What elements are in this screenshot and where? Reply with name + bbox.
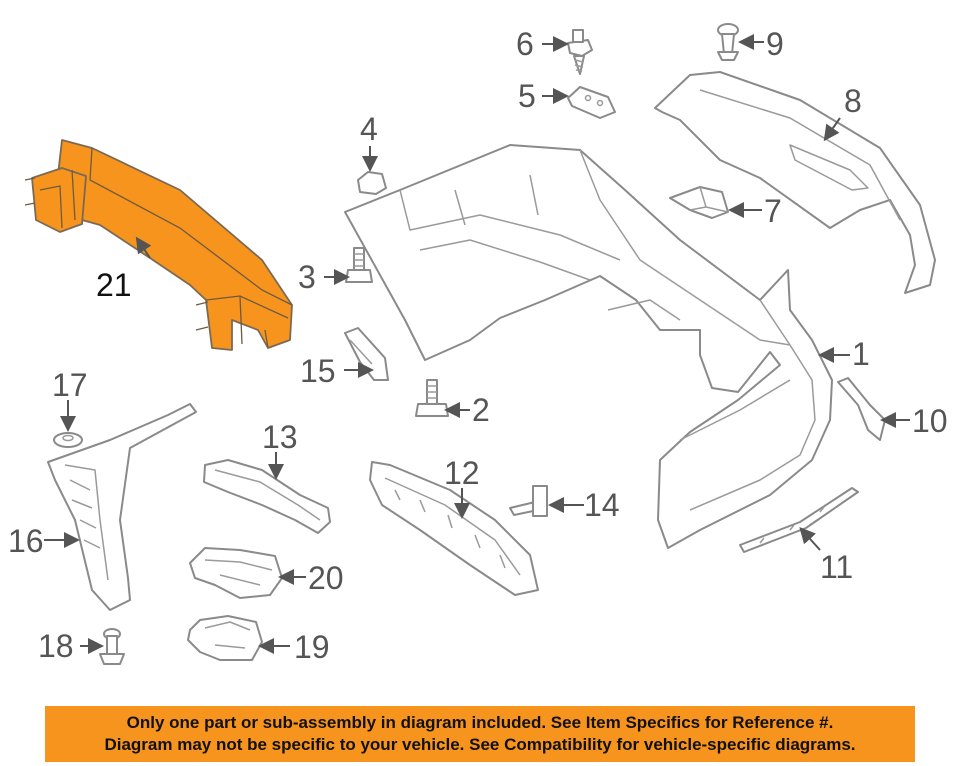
callout-2: 2: [472, 392, 490, 428]
callout-6: 6: [516, 26, 534, 62]
callout-15: 15: [300, 353, 336, 389]
part-7-bracket: [669, 186, 729, 219]
part-6-screw: [567, 29, 593, 75]
callout-17: 17: [52, 367, 88, 403]
part-5-bracket: [567, 86, 616, 119]
part-3-bolt: [345, 247, 373, 283]
notice-banner: Only one part or sub-assembly in diagram…: [45, 706, 915, 762]
callout-12: 12: [444, 455, 480, 491]
callout-8: 8: [844, 83, 862, 119]
callout-1: 1: [852, 336, 870, 372]
callout-lines: [44, 34, 910, 654]
part-11-strip: [739, 487, 859, 553]
callout-9: 9: [766, 26, 784, 62]
callout-13: 13: [262, 419, 298, 455]
callout-16: 16: [8, 523, 44, 559]
callout-7: 7: [764, 193, 782, 229]
part-10-trim: [837, 377, 886, 441]
callout-21: 21: [96, 267, 132, 303]
callout-14: 14: [584, 487, 620, 523]
callout-5: 5: [518, 78, 536, 114]
callout-19: 19: [294, 629, 330, 665]
part-1-bumper-cover: [344, 144, 833, 549]
part-14-pin: [509, 485, 548, 517]
callout-3: 3: [298, 259, 316, 295]
notice-line-1: Only one part or sub-assembly in diagram…: [126, 713, 834, 732]
part-13-bracket: [203, 459, 331, 534]
part-19-bracket: [187, 615, 263, 661]
part-15-bracket: [344, 327, 389, 381]
notice-line-2: Diagram may not be specific to your vehi…: [104, 735, 856, 754]
part-17-washer: [53, 432, 83, 448]
callout-20: 20: [308, 560, 344, 596]
callout-4: 4: [360, 111, 378, 147]
part-20-bracket: [189, 547, 283, 599]
part-8-diffuser: [654, 71, 936, 294]
part-12-energy-absorber: [369, 461, 539, 596]
part-18-clip: [99, 628, 125, 665]
callout-18: 18: [38, 628, 74, 664]
callout-10: 10: [912, 403, 948, 439]
callout-labels: 21 1 2 3 4 5 6 7 8 9 10 11 12 13 14 15 1…: [8, 26, 948, 665]
part-4-guide: [357, 171, 387, 195]
part-21-bumper-reinforcement: [24, 139, 293, 351]
callout-11: 11: [820, 549, 853, 585]
part-2-bolt: [415, 379, 449, 417]
parts-diagram: 21 1 2 3 4 5 6 7 8 9 10 11 12 13 14 15 1…: [8, 23, 948, 665]
part-9-clip: [717, 23, 739, 61]
part-16-side-bracket: [47, 403, 197, 611]
